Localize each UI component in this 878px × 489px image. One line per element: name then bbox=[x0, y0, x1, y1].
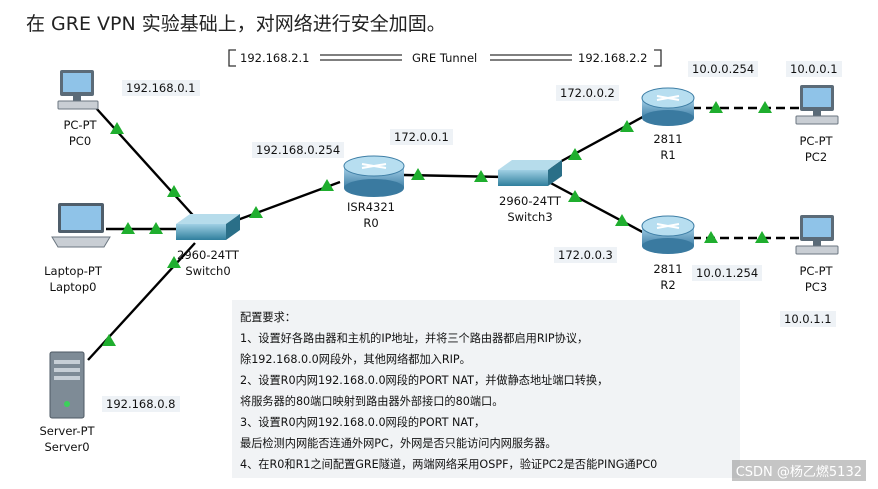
port-up-icon bbox=[167, 256, 181, 268]
requirement-line: 1、设置好各路由器和主机的IP地址，并将三个路由器都启用RIP协议， bbox=[240, 332, 589, 345]
port-up-icon bbox=[110, 122, 124, 134]
r0-type-label: ISR4321 bbox=[347, 200, 395, 214]
tunnel-right-ip: 192.168.2.2 bbox=[574, 51, 652, 65]
r2-type-label: 2811 bbox=[653, 262, 683, 276]
page-title: 在 GRE VPN 实验基础上，对网络进行安全加固。 bbox=[26, 13, 446, 35]
port-up-icon bbox=[615, 214, 629, 226]
pc-icon[interactable] bbox=[57, 70, 99, 110]
tunnel-left-ip: 192.168.2.1 bbox=[236, 51, 314, 65]
switch-icon[interactable] bbox=[176, 214, 240, 240]
port-up-icon bbox=[320, 179, 334, 191]
r1-name-label: R1 bbox=[660, 148, 676, 162]
router-icon[interactable] bbox=[641, 87, 695, 126]
pc3-name-label: PC3 bbox=[804, 280, 828, 294]
server-icon[interactable] bbox=[49, 351, 85, 419]
r0-name-label: R0 bbox=[363, 216, 379, 230]
tunnel-label: GRE Tunnel bbox=[408, 51, 482, 65]
server0-type-label: Server-PT bbox=[39, 424, 95, 438]
requirement-line: 4、在R0和R1之间配置GRE隧道，两端网络采用OSPF，验证PC2是否能PIN… bbox=[240, 458, 658, 471]
r2-wan-ip-label: 172.0.0.3 bbox=[554, 247, 617, 263]
link-switch3-r1 bbox=[544, 111, 651, 172]
laptop-icon[interactable] bbox=[51, 203, 111, 248]
link-pc0-switch0 bbox=[95, 107, 201, 224]
router-icon[interactable] bbox=[343, 155, 405, 197]
port-up-icon bbox=[121, 222, 135, 234]
r0-lan-ip-label: 192.168.0.254 bbox=[252, 142, 345, 158]
gre-tunnel-bracket bbox=[228, 49, 662, 67]
link-switch3-r2 bbox=[544, 178, 651, 238]
port-up-icon bbox=[704, 231, 718, 243]
port-up-icon bbox=[568, 190, 582, 202]
r1-wan-ip-label: 172.0.0.2 bbox=[556, 85, 619, 101]
router-icon[interactable] bbox=[641, 215, 695, 254]
pc-icon[interactable] bbox=[795, 215, 839, 255]
switch0-type-label: 2960-24TT bbox=[177, 248, 239, 262]
port-up-icon bbox=[249, 206, 263, 218]
port-up-icon bbox=[758, 101, 772, 113]
pc3-ip-label: 10.0.1.1 bbox=[780, 311, 836, 327]
port-up-icon bbox=[755, 231, 769, 243]
requirement-line: 最后检测内网能否连通外网PC，外网是否只能访问内网服务器。 bbox=[240, 437, 557, 450]
requirement-line: 配置要求： bbox=[240, 311, 296, 324]
pc0-type-label: PC-PT bbox=[63, 118, 97, 132]
port-up-icon bbox=[102, 334, 116, 346]
requirement-line: 除192.168.0.0网段外，其他网络都加入RIP。 bbox=[240, 353, 471, 366]
pc2-name-label: PC2 bbox=[804, 150, 828, 164]
requirement-line: 2、设置R0内网192.168.0.0网段的PORT NAT，并做静态地址端口转… bbox=[240, 374, 609, 387]
switch3-type-label: 2960-24TT bbox=[499, 194, 561, 208]
r2-name-label: R2 bbox=[660, 278, 676, 292]
laptop0-name-label: Laptop0 bbox=[49, 280, 97, 294]
watermark: CSDN @杨乙燃5132 bbox=[731, 460, 866, 481]
pc-icon[interactable] bbox=[795, 85, 839, 125]
r1-type-label: 2811 bbox=[653, 132, 683, 146]
server0-ip-label: 192.168.0.8 bbox=[102, 396, 180, 412]
laptop0-type-label: Laptop-PT bbox=[44, 264, 102, 278]
pc2-ip-label: 10.0.0.1 bbox=[786, 61, 842, 77]
requirement-line: 3、设置R0内网192.168.0.0网段的PORT NAT， bbox=[240, 416, 486, 429]
switch3-name-label: Switch3 bbox=[507, 210, 553, 224]
port-indicators bbox=[102, 101, 772, 346]
switch-icon[interactable] bbox=[498, 160, 562, 186]
port-up-icon bbox=[149, 222, 163, 234]
pc2-type-label: PC-PT bbox=[799, 134, 833, 148]
port-up-icon bbox=[167, 185, 181, 197]
pc3-type-label: PC-PT bbox=[799, 264, 833, 278]
r2-lan-ip-label: 10.0.1.254 bbox=[692, 265, 763, 281]
switch0-name-label: Switch0 bbox=[185, 264, 231, 278]
pc0-ip-label: 192.168.0.1 bbox=[122, 80, 200, 96]
port-up-icon bbox=[411, 168, 425, 180]
pc0-name-label: PC0 bbox=[68, 134, 92, 148]
r1-lan-ip-label: 10.0.0.254 bbox=[688, 61, 759, 77]
port-up-icon bbox=[620, 120, 634, 132]
port-up-icon bbox=[568, 148, 582, 160]
port-up-icon bbox=[474, 170, 488, 182]
r0-wan-ip-label: 172.0.0.1 bbox=[390, 129, 453, 145]
server0-name-label: Server0 bbox=[44, 440, 90, 454]
requirement-line: 将服务器的80端口映射到路由器外部接口的80端口。 bbox=[240, 395, 504, 408]
requirements-box bbox=[232, 300, 740, 478]
port-up-icon bbox=[709, 101, 723, 113]
